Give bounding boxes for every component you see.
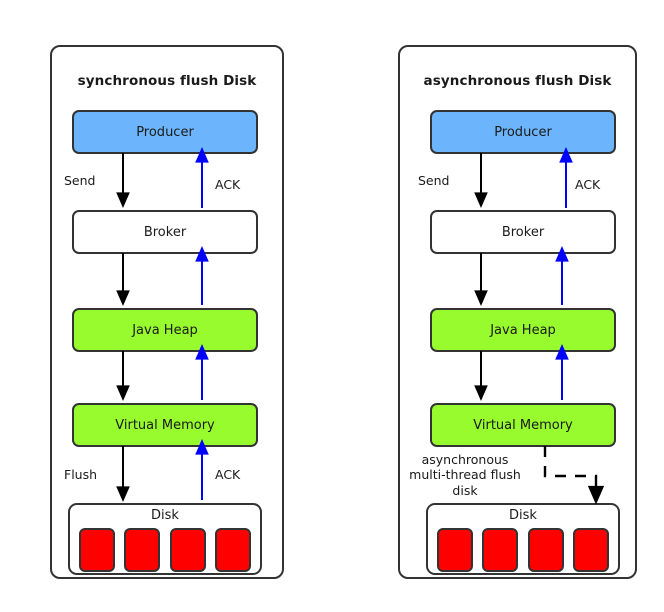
node-label: Java Heap	[490, 322, 556, 338]
disk-box-async: Disk	[426, 503, 620, 575]
disk-cell	[214, 528, 251, 572]
disk-cell	[527, 528, 564, 572]
disk-cell	[572, 528, 609, 572]
node-java-heap-async: Java Heap	[430, 308, 616, 352]
panel-synchronous-title: synchronous flush Disk	[77, 73, 257, 89]
node-java-heap-sync: Java Heap	[72, 308, 258, 352]
node-broker-sync: Broker	[72, 210, 258, 254]
edge-label-send-async: Send	[418, 173, 450, 188]
node-label: Producer	[136, 124, 194, 140]
disk-cell	[437, 528, 474, 572]
disk-cell	[79, 528, 116, 572]
disk-cell	[169, 528, 206, 572]
panel-asynchronous-title: asynchronous flush Disk	[423, 73, 612, 89]
edge-label-ack-sync-top: ACK	[215, 177, 241, 192]
edge-label-send-sync: Send	[64, 173, 96, 188]
node-producer-sync: Producer	[72, 110, 258, 154]
panel-asynchronous: asynchronous flush Disk Producer Broker …	[398, 45, 637, 579]
node-label: Broker	[501, 224, 545, 240]
panel-synchronous: synchronous flush Disk Producer Broker J…	[50, 45, 284, 579]
node-label: Virtual Memory	[473, 417, 573, 433]
edge-label-ack-sync-bottom: ACK	[215, 467, 241, 482]
node-producer-async: Producer	[430, 110, 616, 154]
node-virtual-memory-async: Virtual Memory	[430, 403, 616, 447]
disk-cells-async	[428, 527, 618, 573]
edge-label-flush-sync: Flush	[64, 467, 98, 482]
disk-cell	[482, 528, 519, 572]
disk-label: Disk	[151, 508, 179, 523]
disk-label: Disk	[509, 508, 537, 523]
node-label: Java Heap	[132, 322, 198, 338]
node-label: Virtual Memory	[115, 417, 215, 433]
node-virtual-memory-sync: Virtual Memory	[72, 403, 258, 447]
edge-label-ack-async: ACK	[575, 177, 601, 192]
node-label: Producer	[494, 124, 552, 140]
disk-cell	[124, 528, 161, 572]
disk-cells-sync	[70, 527, 260, 573]
edge-label-async-flush-note: asynchronous multi-thread flush disk	[409, 452, 521, 498]
disk-box-sync: Disk	[68, 503, 262, 575]
node-broker-async: Broker	[430, 210, 616, 254]
node-label: Broker	[143, 224, 187, 240]
